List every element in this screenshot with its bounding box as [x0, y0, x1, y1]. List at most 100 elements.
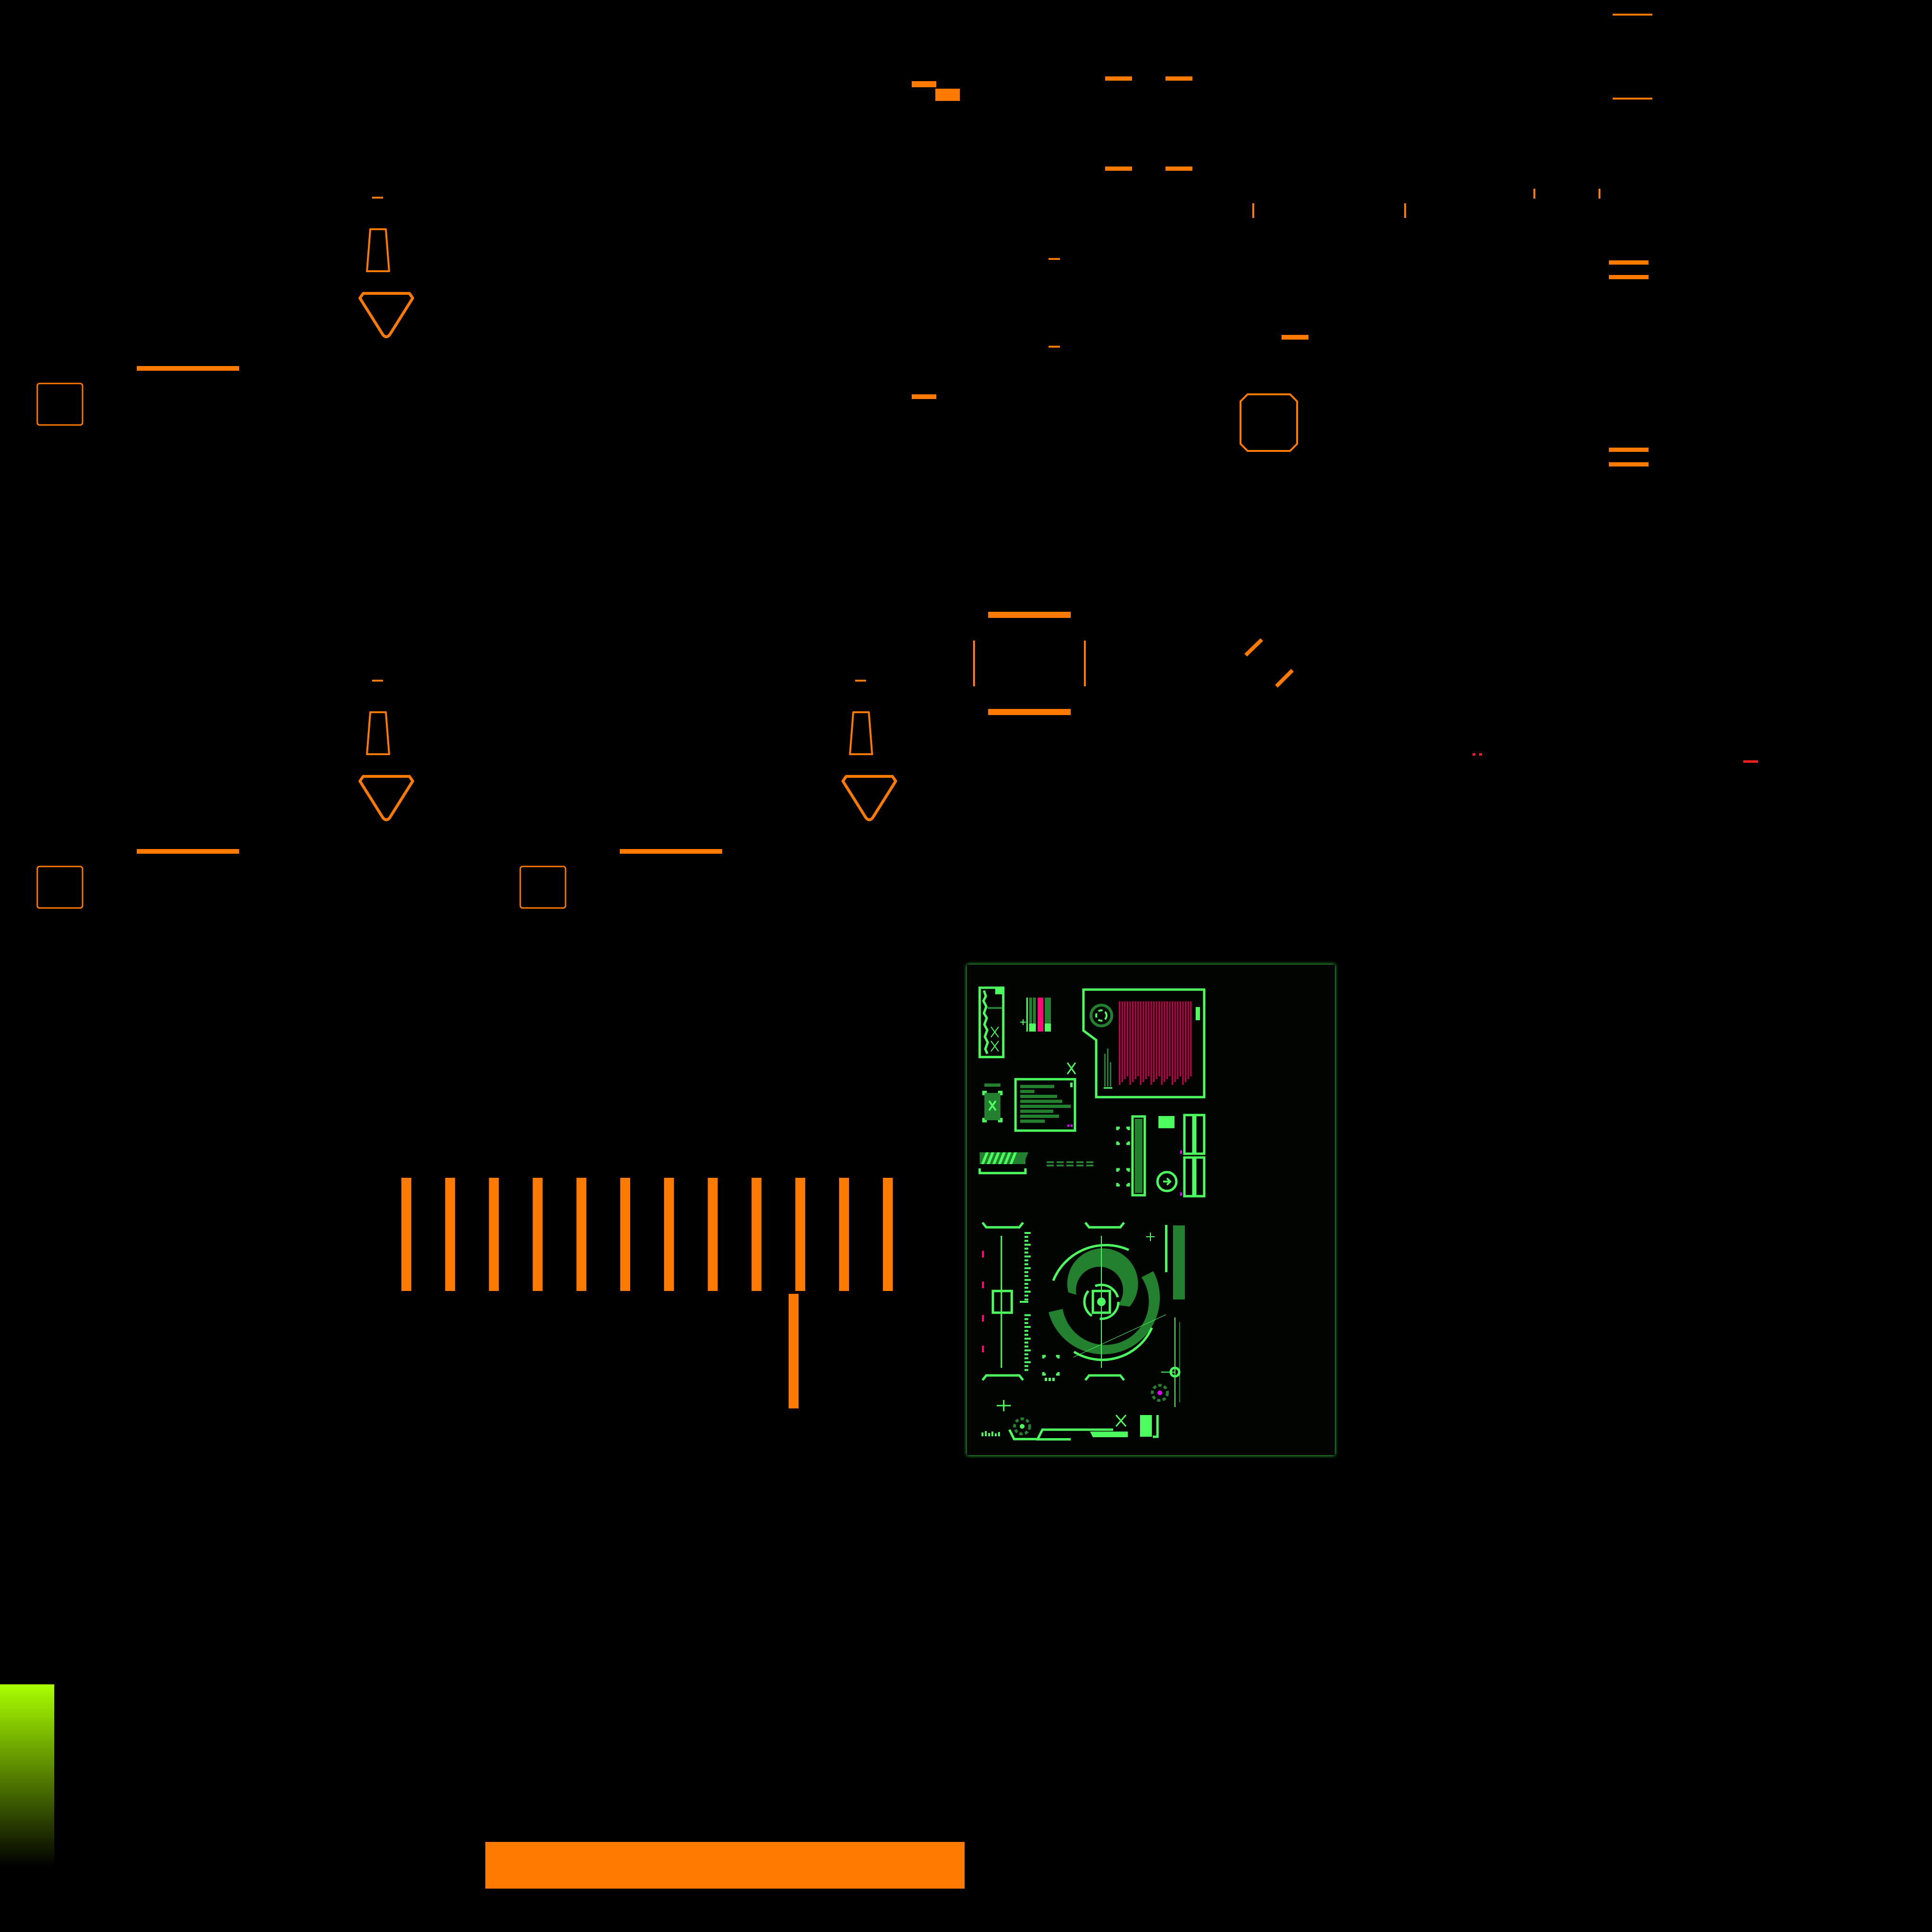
spectrum-bar [1161, 1001, 1163, 1085]
scale-tick [1024, 1338, 1031, 1340]
orange-double-bar [1609, 275, 1649, 279]
orange-square-frame [36, 383, 83, 426]
orange-dash [912, 394, 936, 399]
slider-thumb[interactable] [991, 1290, 1013, 1314]
orange-dash [1105, 76, 1132, 81]
orange-fragments-top [912, 14, 1758, 763]
text-line-placeholder [1020, 1115, 1059, 1118]
spectrum-bar [1142, 1001, 1144, 1082]
orange-bracket-right [1084, 641, 1086, 686]
orange-tick [1599, 189, 1600, 199]
scale-tick [1024, 1291, 1031, 1293]
text-line-placeholder [1020, 1095, 1057, 1098]
text-line-placeholder [1020, 1105, 1071, 1108]
spectrum-bar [1172, 1001, 1174, 1085]
progress-stripe [1004, 1152, 1011, 1164]
spectrum-bar [1129, 1001, 1131, 1085]
scale-tick [1024, 1240, 1028, 1242]
orange-bracket-left [973, 641, 975, 686]
progress-stripe [1021, 1152, 1028, 1164]
orange-marker-group [519, 680, 897, 909]
striped-progress [978, 1152, 1028, 1174]
radar-scope [1042, 1222, 1166, 1381]
orange-small-dash [855, 680, 866, 682]
level-bars [1020, 998, 1051, 1032]
scale-tick [1024, 1326, 1031, 1328]
scale-tick [1024, 1357, 1028, 1359]
spectrum-bar [1140, 1001, 1141, 1085]
spectrum-bar [1119, 1001, 1121, 1085]
text-line-placeholder [1020, 1099, 1062, 1103]
spectrum-bar [1174, 1001, 1176, 1082]
focus-bracket-icon [1116, 1126, 1130, 1145]
scale-tick [1024, 1341, 1028, 1344]
target-ring-icon [1090, 1004, 1113, 1027]
orange-line [620, 849, 722, 854]
scale-tick [1024, 1232, 1031, 1234]
orange-thin-line [1613, 98, 1652, 100]
barcode-bar [708, 1178, 718, 1291]
scale-tick [1024, 1299, 1028, 1301]
readout-cluster [1116, 1114, 1206, 1198]
scale-tick [1024, 1353, 1028, 1356]
orange-square-frame [36, 866, 83, 909]
green-hud-panel [967, 965, 1335, 1455]
spectrum-bar [1121, 1001, 1123, 1082]
text-line-placeholder [1020, 1090, 1034, 1093]
orange-line [137, 849, 239, 854]
orange-square-frame [519, 866, 566, 909]
orange-dash [1166, 167, 1192, 171]
spectrum-bar [1153, 1001, 1155, 1082]
progress-stripe [1009, 1152, 1017, 1164]
barcode-bar [839, 1178, 849, 1291]
orange-bracket-bottom [988, 709, 1071, 715]
scale-tick [1024, 1248, 1028, 1250]
scale-tick [1024, 1259, 1028, 1262]
side-ruler [1151, 1225, 1185, 1407]
scale-tick [1024, 1275, 1028, 1277]
orange-marker-group [36, 197, 414, 426]
trapezoid-marker-icon [366, 711, 390, 755]
spectrum-bar [1126, 1001, 1128, 1076]
scale-tick [1024, 1267, 1031, 1269]
spectrum-bar [1156, 1001, 1158, 1079]
barcode-bar [576, 1178, 587, 1291]
barcode-bar [533, 1178, 543, 1291]
trapezoid-marker-icon [366, 228, 390, 272]
text-line-placeholder [1020, 1109, 1053, 1113]
scale-tick [1024, 1251, 1028, 1254]
spectrum-bar [1158, 1001, 1160, 1076]
scale-tick [1024, 1345, 1028, 1348]
scale-tick [1024, 1279, 1031, 1281]
magenta-spectrum-bars [1119, 1001, 1192, 1085]
progress-stripe [1015, 1152, 1023, 1164]
focus-bracket-icon [1116, 1168, 1130, 1187]
down-triangle-icon [841, 775, 897, 821]
orange-dash [1105, 167, 1132, 171]
vertical-slider[interactable] [982, 1222, 1031, 1411]
barcode-bar [445, 1178, 455, 1291]
lime-gradient-swatch [0, 1684, 54, 1866]
orange-thin-line [1613, 14, 1652, 16]
barcode-bar [620, 1178, 630, 1291]
spectrum-bar [1150, 1001, 1152, 1085]
progress-stripe [992, 1152, 1000, 1164]
scale-tick [1024, 1271, 1028, 1273]
scale-tick [1024, 1361, 1031, 1363]
next-arrow-icon [1156, 1171, 1178, 1192]
red-dash [1743, 760, 1758, 763]
scale-tick [1024, 1287, 1028, 1289]
orange-small-dash [1049, 258, 1060, 260]
spectrum-panel [1082, 988, 1206, 1099]
text-panel [1014, 1078, 1076, 1132]
waveform-box [978, 986, 1005, 1058]
progress-stripe [998, 1152, 1006, 1164]
orange-small-dash [372, 680, 383, 682]
spectrum-bar [1132, 1001, 1134, 1082]
orange-double-bar [1609, 462, 1649, 466]
barcode-bar [883, 1178, 893, 1291]
close-x-icon [1066, 1062, 1076, 1074]
spectrum-bar [1190, 1001, 1192, 1076]
orange-marker-group [36, 680, 414, 909]
